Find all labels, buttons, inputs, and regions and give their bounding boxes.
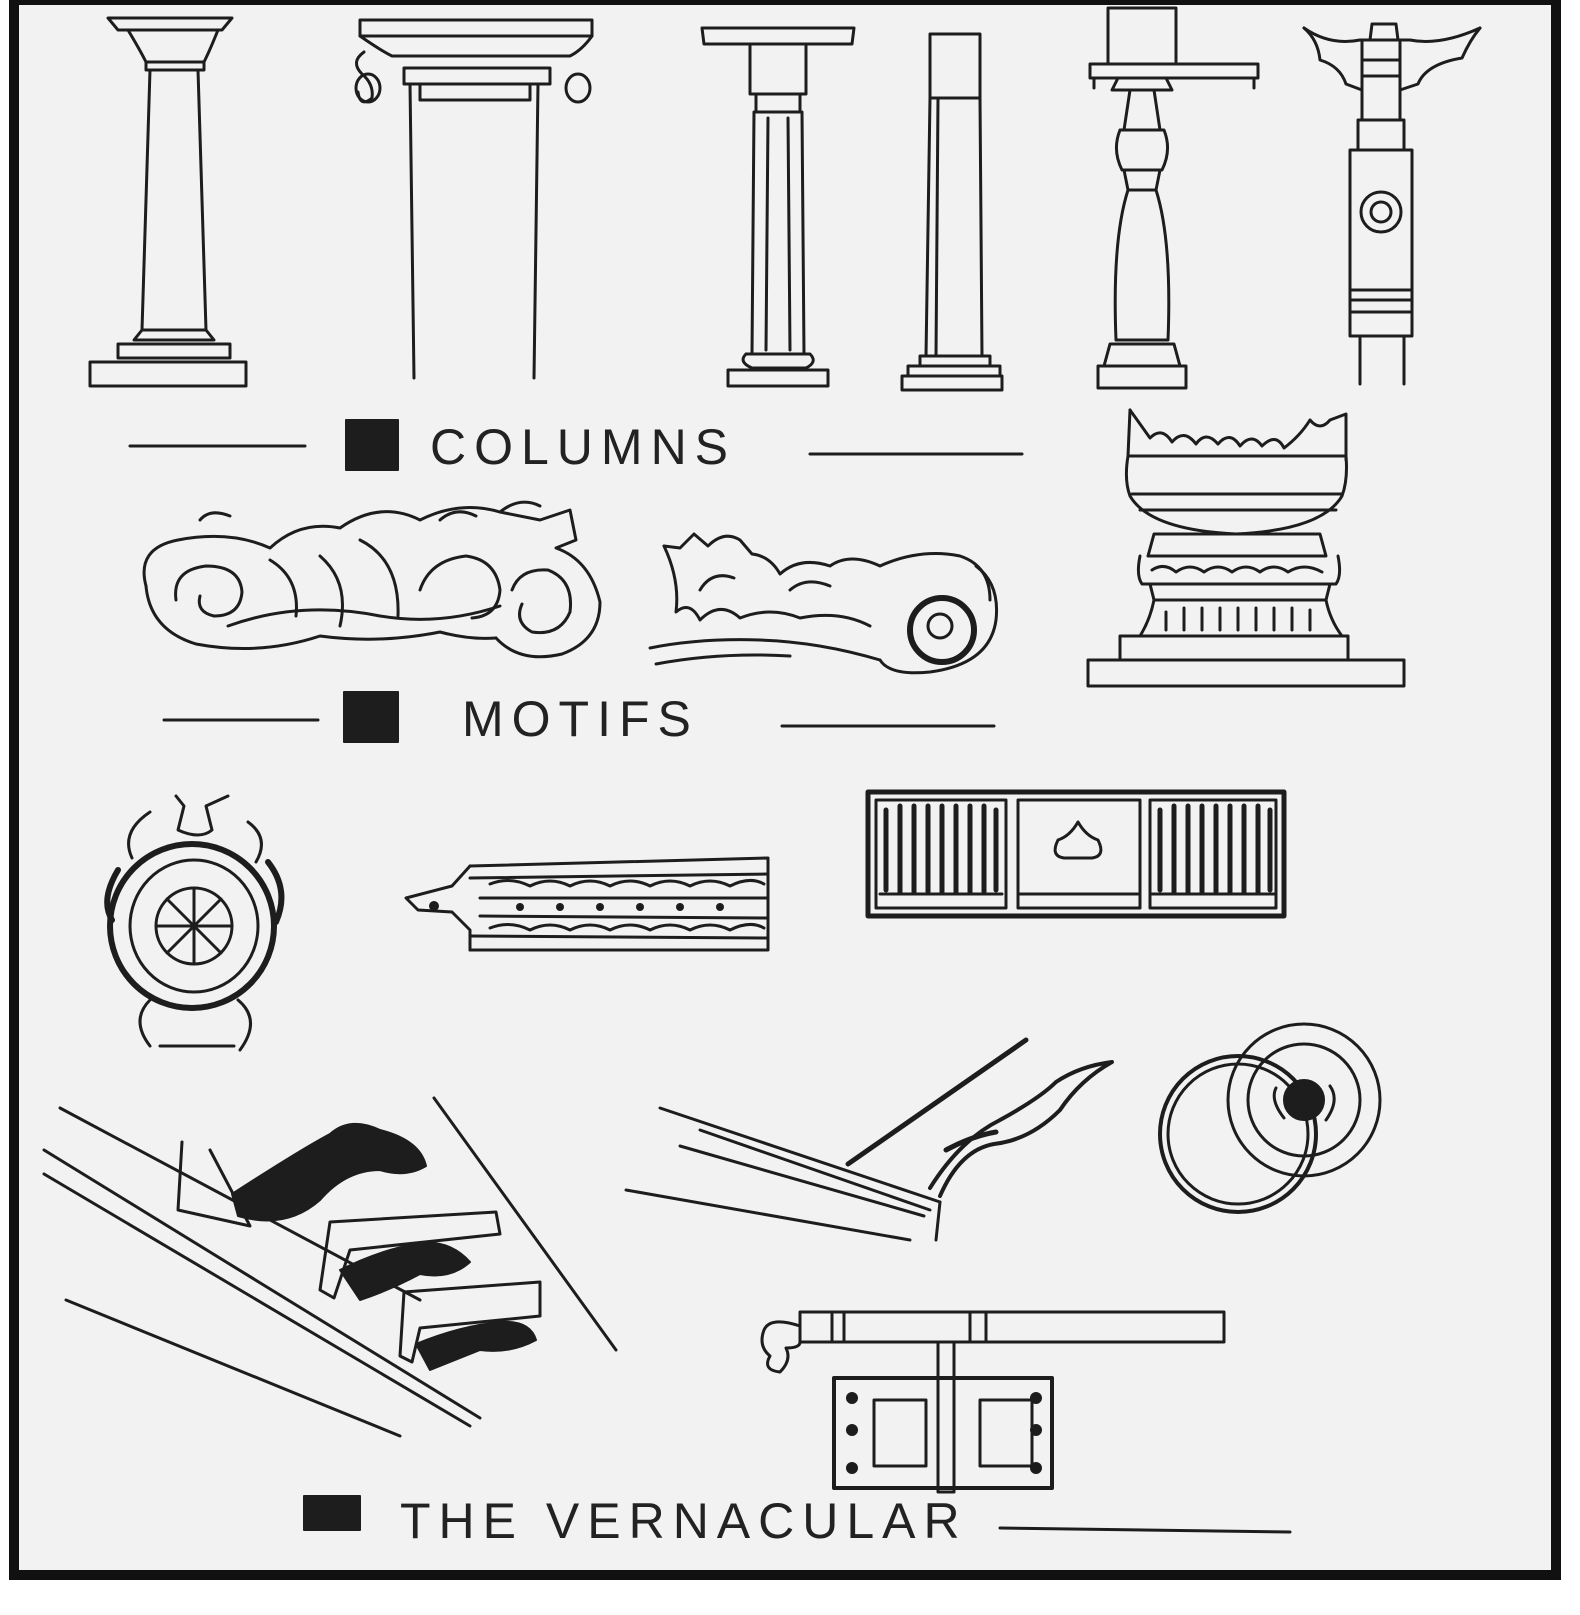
scroll-motif-2 (648, 532, 999, 675)
paper-frame (9, 0, 1561, 1580)
column-sketch-2 (354, 18, 594, 380)
column-sketch-5 (1088, 6, 1260, 390)
motifs-label: MOTIFS (462, 691, 699, 747)
motifs-heading-rule (162, 691, 996, 743)
medallion-ornament (104, 794, 285, 1052)
bracket-eave-sketch (42, 1096, 618, 1438)
columns-heading-rule (128, 419, 1024, 471)
column-sketch-6 (1302, 22, 1482, 386)
column-sketch-1 (88, 16, 248, 388)
carved-beam-ornament (404, 856, 770, 952)
column-sketch-4 (900, 32, 1004, 392)
lattice-panel-ornament (865, 789, 1287, 919)
motifs-bullet-square (343, 691, 399, 743)
columns-bullet-square (345, 419, 399, 471)
rafter-sketch (624, 1037, 1114, 1242)
vernacular-bullet-square (303, 1495, 361, 1531)
column-sketch-3 (700, 26, 856, 388)
door-latch-sketch (760, 1310, 1226, 1494)
vase-ornament (1086, 408, 1406, 688)
ring-knocker-sketch (1158, 1022, 1382, 1214)
vernacular-heading-rule (303, 1495, 1292, 1534)
columns-label: COLUMNS (430, 419, 737, 475)
scroll-motif-1 (142, 500, 602, 659)
vernacular-label: THE VERNACULAR (400, 1493, 968, 1549)
